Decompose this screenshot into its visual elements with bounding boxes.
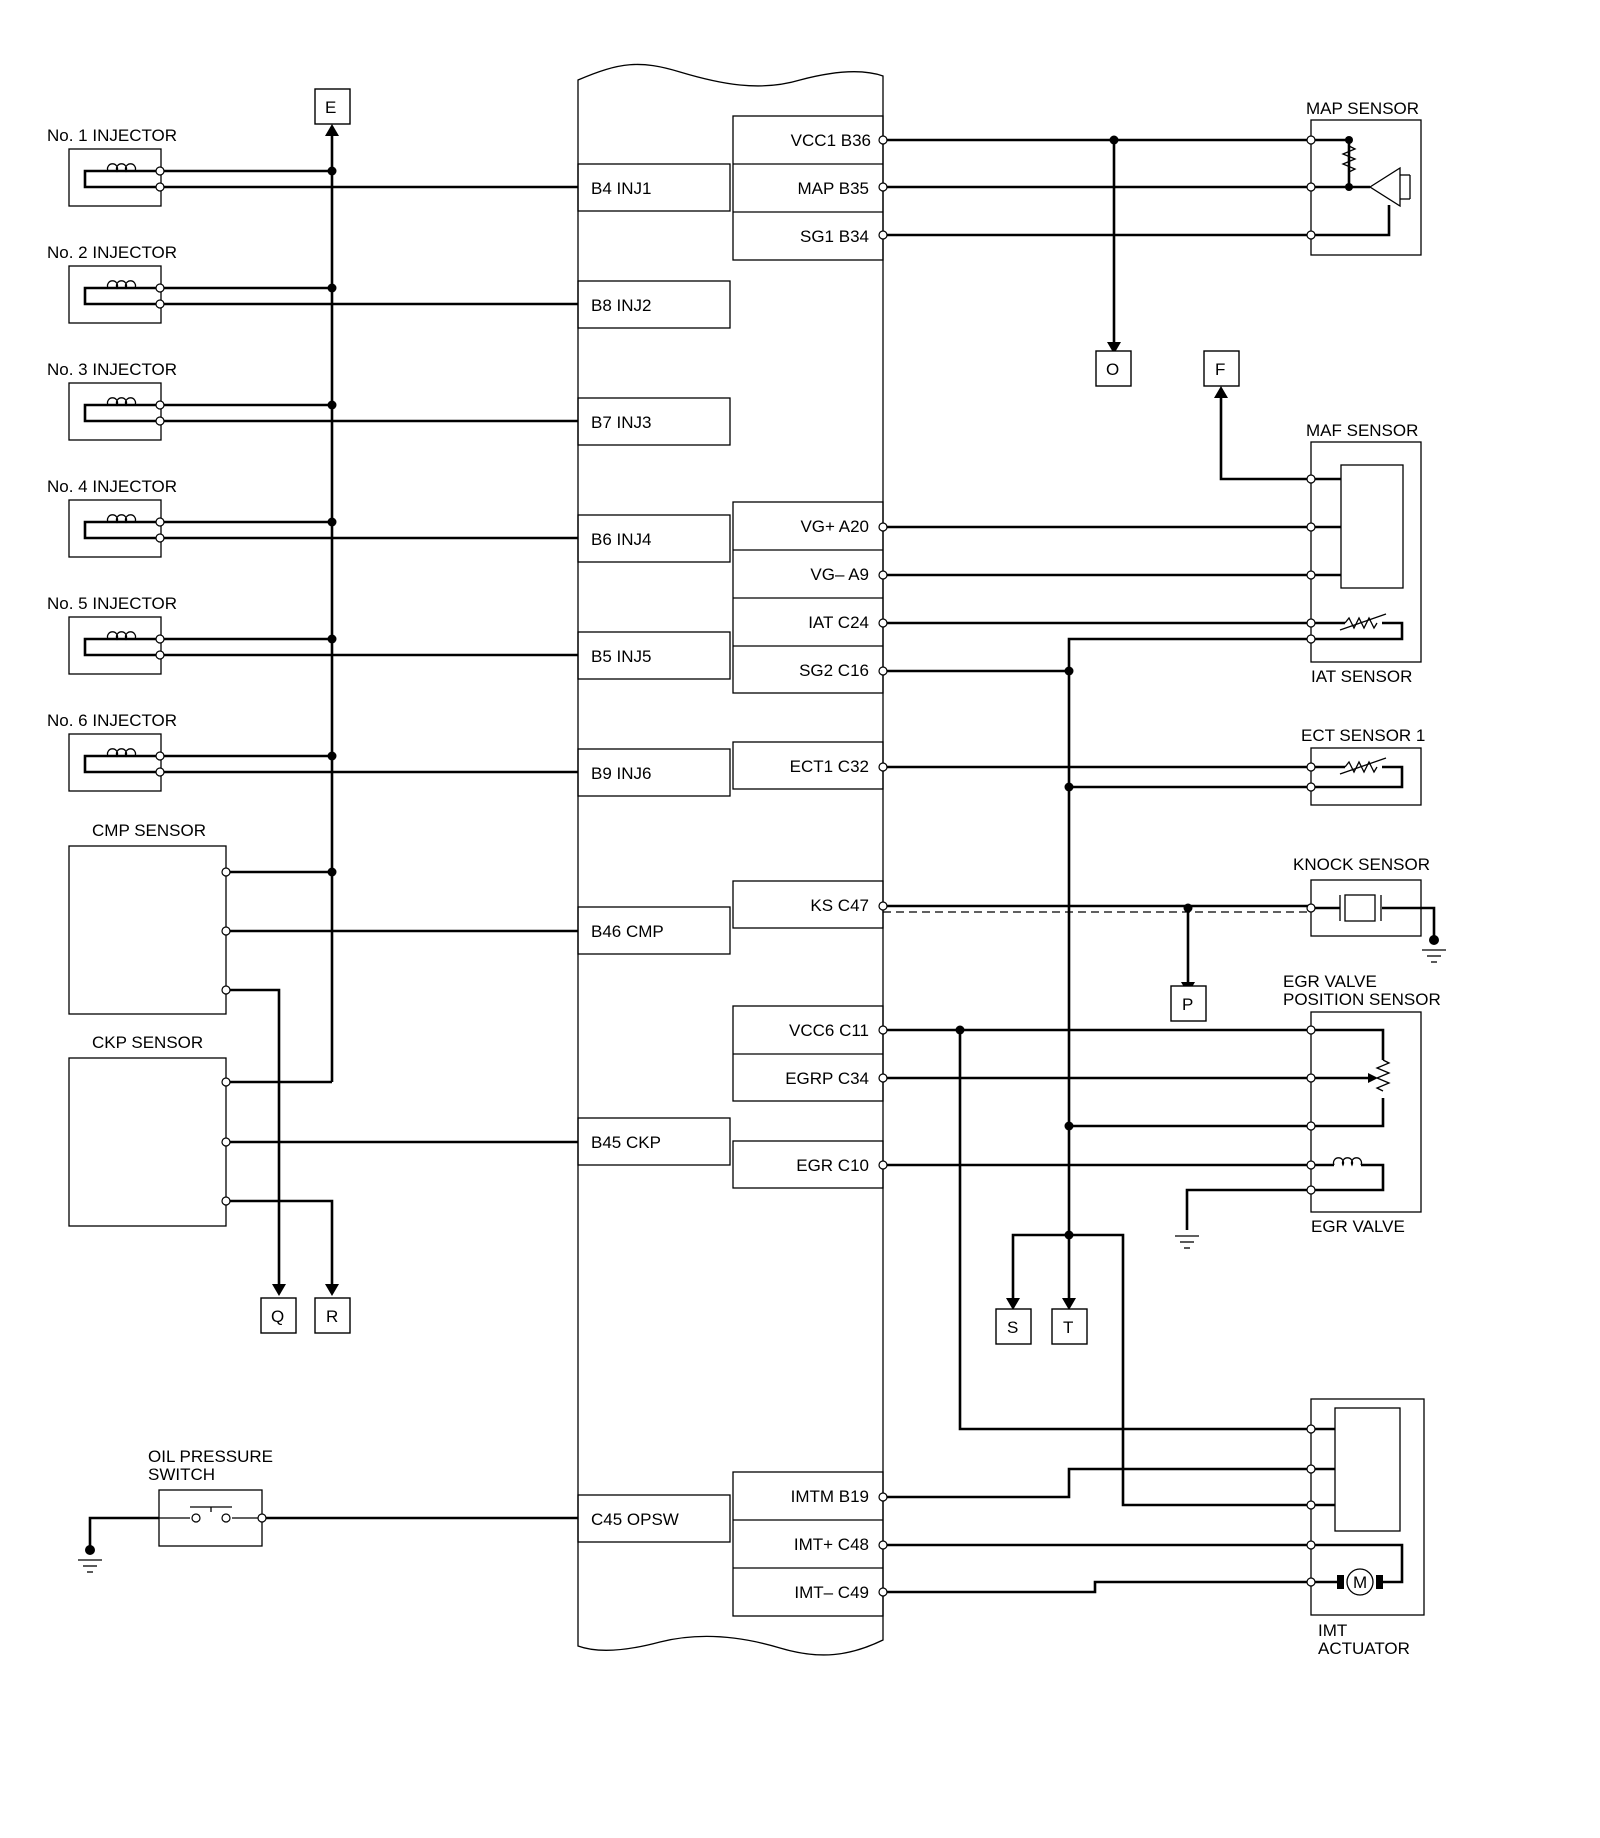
cmp-sensor-label: CMP SENSOR: [92, 821, 206, 840]
coil-icon: [106, 514, 137, 524]
injector-3: No. 3 INJECTOR: [47, 360, 177, 441]
coil-icon: [106, 748, 137, 758]
connector-q: Q: [271, 1307, 284, 1326]
injector-4-label: No. 4 INJECTOR: [47, 477, 177, 496]
ect-sensor-label: ECT SENSOR 1: [1301, 726, 1425, 745]
injector-5: No. 5 INJECTOR: [47, 594, 177, 675]
pin-label-inj1: B4 INJ1: [591, 179, 651, 198]
coil-icon: [106, 631, 137, 641]
oil-switch-label-2: SWITCH: [148, 1465, 215, 1484]
pin-label-imt-plus: IMT+ C48: [794, 1535, 869, 1554]
injector-1: No. 1 INJECTOR: [47, 126, 177, 207]
connector-s: S: [1007, 1318, 1018, 1337]
pin-label-ect1: ECT1 C32: [790, 757, 869, 776]
injectors: No. 1 INJECTOR No. 2 INJECTOR No. 3 INJE…: [47, 126, 177, 792]
pin-label-ks: KS C47: [810, 896, 869, 915]
pin-label-sg1: SG1 B34: [800, 227, 869, 246]
maf-iat-sensor: MAF SENSOR IAT SENSOR: [883, 386, 1422, 1235]
pin-label-sg2: SG2 C16: [799, 661, 869, 680]
injector-3-label: No. 3 INJECTOR: [47, 360, 177, 379]
terminal-pins: [155, 135, 1316, 1597]
imt-actuator: M IMT ACTUATOR: [883, 1030, 1425, 1658]
egr-pos-label-2: POSITION SENSOR: [1283, 990, 1441, 1009]
ground-icon: [78, 1559, 102, 1573]
pin-label-inj3: B7 INJ3: [591, 413, 651, 432]
maf-sensor-label: MAF SENSOR: [1306, 421, 1418, 440]
oil-pressure-switch: OIL PRESSURE SWITCH: [78, 1447, 578, 1573]
ckp-sensor-label: CKP SENSOR: [92, 1033, 203, 1052]
coil-icon: [106, 163, 137, 173]
injector-1-label: No. 1 INJECTOR: [47, 126, 177, 145]
map-sensor-label: MAP SENSOR: [1306, 99, 1419, 118]
connector-o: O: [1106, 360, 1119, 379]
connector-e: E: [325, 98, 336, 117]
resistor-icon: [1341, 145, 1357, 173]
pin-label-ckp: B45 CKP: [591, 1133, 661, 1152]
iat-sensor-label: IAT SENSOR: [1311, 667, 1412, 686]
ground-icon: [1175, 1235, 1199, 1249]
ecm-left-pin-labels: B4 INJ1 B8 INJ2 B7 INJ3 B6 INJ4 B5 INJ5 …: [591, 179, 679, 1529]
pin-label-vg-minus: VG– A9: [810, 565, 869, 584]
pin-label-vcc6: VCC6 C11: [789, 1021, 869, 1040]
pin-label-map: MAP B35: [797, 179, 869, 198]
sg2-bus: [1006, 1230, 1311, 1507]
pin-label-imtm: IMTM B19: [791, 1487, 869, 1506]
imt-label-2: ACTUATOR: [1318, 1639, 1410, 1658]
pin-label-vcc1: VCC1 B36: [791, 131, 871, 150]
connector-t: T: [1063, 1318, 1073, 1337]
ground-icon: [1422, 949, 1446, 963]
knock-sensor-label: KNOCK SENSOR: [1293, 855, 1430, 874]
cmp-sensor: CMP SENSOR: [68, 821, 227, 1015]
ect-sensor: ECT SENSOR 1: [883, 726, 1425, 806]
imt-label-1: IMT: [1318, 1621, 1347, 1640]
coil-icon: [106, 280, 137, 290]
pin-label-opsw: C45 OPSW: [591, 1510, 679, 1529]
injector-2-label: No. 2 INJECTOR: [47, 243, 177, 262]
motor-symbol: M: [1353, 1573, 1367, 1592]
connector-p: P: [1182, 995, 1193, 1014]
pin-label-inj5: B5 INJ5: [591, 647, 651, 666]
ckp-sensor: CKP SENSOR: [68, 1033, 227, 1227]
connector-r: R: [326, 1307, 338, 1326]
pin-label-iat: IAT C24: [808, 613, 869, 632]
ecm-block: [577, 63, 884, 1656]
pin-label-egr: EGR C10: [796, 1156, 869, 1175]
pin-label-imt-minus: IMT– C49: [794, 1583, 869, 1602]
ecm-left-pins: [577, 163, 731, 1543]
coil-icon: [1332, 1157, 1363, 1167]
egr-pos-label-1: EGR VALVE: [1283, 972, 1377, 991]
injector-power-bus: [160, 124, 339, 1082]
pin-label-inj2: B8 INJ2: [591, 296, 651, 315]
motor-icon: [1346, 1568, 1374, 1596]
ecm-right-pin-labels: VCC1 B36 MAP B35 SG1 B34 VG+ A20 VG– A9 …: [785, 131, 871, 1602]
injector-signal-wires: [160, 185, 578, 774]
injector-6: No. 6 INJECTOR: [47, 711, 177, 792]
coil-icon: [106, 397, 137, 407]
pin-label-cmp: B46 CMP: [591, 922, 664, 941]
injector-6-label: No. 6 INJECTOR: [47, 711, 177, 730]
cmp-ckp-wires: [226, 870, 578, 1296]
connector-f: F: [1215, 360, 1225, 379]
injector-5-label: No. 5 INJECTOR: [47, 594, 177, 613]
pin-label-inj4: B6 INJ4: [591, 530, 651, 549]
knock-sensor: KNOCK SENSOR: [883, 855, 1446, 994]
egr-valve: EGR VALVE POSITION SENSOR EGR VALVE: [883, 972, 1441, 1249]
injector-4: No. 4 INJECTOR: [47, 477, 177, 558]
oil-switch-label-1: OIL PRESSURE: [148, 1447, 273, 1466]
pin-label-vg-plus: VG+ A20: [800, 517, 869, 536]
egr-valve-label: EGR VALVE: [1311, 1217, 1405, 1236]
ecm-right-pins: [732, 115, 884, 1617]
connector-refs: E O F P Q R S T: [260, 88, 1240, 1345]
amplifier-icon: [1368, 166, 1401, 208]
map-sensor: MAP SENSOR: [883, 99, 1422, 354]
potentiometer-icon: [1375, 1059, 1391, 1092]
injector-2: No. 2 INJECTOR: [47, 243, 177, 324]
pin-label-egrp: EGRP C34: [785, 1069, 869, 1088]
sg2-wire: [883, 666, 1074, 676]
pin-label-inj6: B9 INJ6: [591, 764, 651, 783]
